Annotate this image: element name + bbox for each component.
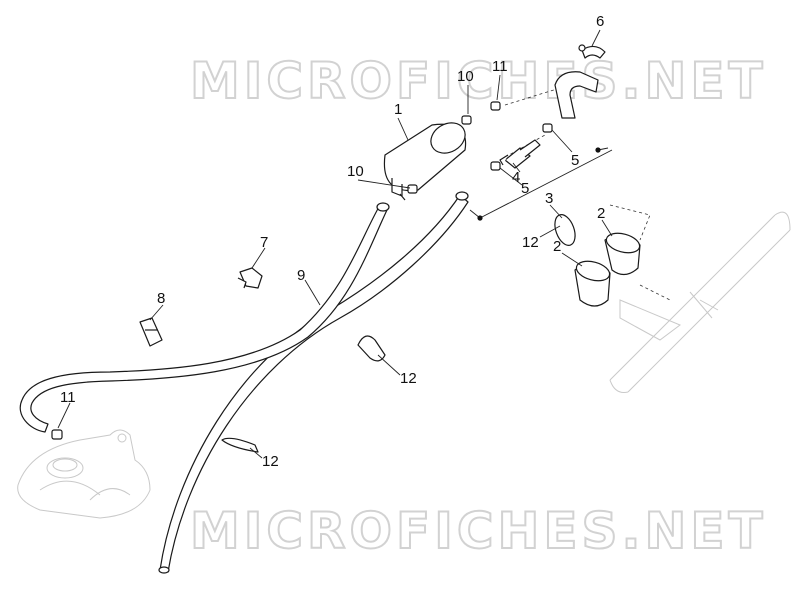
reference-dot-1 bbox=[477, 215, 483, 221]
callout-2-upper: 2 bbox=[597, 205, 605, 222]
watermark-top: MICROFICHES.NET bbox=[190, 52, 767, 110]
fitting-10-top bbox=[461, 115, 472, 125]
fitting-11-bottom bbox=[51, 429, 63, 440]
assembly-bracket-lines bbox=[469, 147, 613, 221]
hose-9 bbox=[19, 191, 469, 574]
callout-9: 9 bbox=[297, 267, 305, 284]
callout-5-left: 5 bbox=[521, 180, 529, 197]
callout-3: 3 bbox=[545, 190, 553, 207]
callout-10-top: 10 bbox=[457, 68, 474, 85]
callout-2-lower: 2 bbox=[553, 238, 561, 255]
callout-12-bottom: 12 bbox=[262, 453, 279, 470]
callout-10-left: 10 bbox=[347, 163, 364, 180]
hose-elbow bbox=[554, 71, 599, 119]
watermark-bottom: MICROFICHES.NET bbox=[190, 502, 767, 560]
clamp-6 bbox=[578, 44, 606, 59]
clamp-ring-12-middle bbox=[357, 335, 386, 362]
bracket-2-upper bbox=[604, 232, 641, 276]
frame-tube-ghost bbox=[609, 211, 791, 393]
callout-6: 6 bbox=[596, 13, 604, 30]
fittings bbox=[51, 101, 553, 440]
leader-lines bbox=[57, 29, 613, 459]
callout-12-right: 12 bbox=[522, 234, 539, 251]
fuel-filter bbox=[383, 122, 467, 201]
callout-4: 4 bbox=[512, 169, 520, 186]
callout-11-bottom: 11 bbox=[60, 389, 76, 406]
fitting-5-bottom bbox=[490, 161, 501, 171]
callout-numbers: 1 2 2 3 4 5 5 6 7 8 9 10 10 11 11 12 12 … bbox=[60, 13, 605, 470]
callout-7: 7 bbox=[260, 234, 268, 251]
callout-1: 1 bbox=[394, 101, 402, 118]
fuel-tank-ghost bbox=[17, 429, 151, 519]
clip-8 bbox=[139, 317, 163, 347]
valve-4 bbox=[499, 139, 541, 169]
callout-11-top: 11 bbox=[492, 58, 508, 75]
callout-5-right: 5 bbox=[571, 152, 579, 169]
reference-dot-2 bbox=[595, 147, 601, 153]
callout-12-middle: 12 bbox=[400, 370, 417, 387]
fitting-10-bottom bbox=[407, 184, 418, 194]
bracket-2-lower bbox=[574, 260, 611, 307]
callout-8: 8 bbox=[157, 290, 165, 307]
clip-7 bbox=[237, 267, 263, 289]
fitting-5-top bbox=[542, 123, 553, 133]
fitting-11-top bbox=[490, 101, 501, 111]
clamp-ring-12-bottom bbox=[221, 437, 259, 453]
